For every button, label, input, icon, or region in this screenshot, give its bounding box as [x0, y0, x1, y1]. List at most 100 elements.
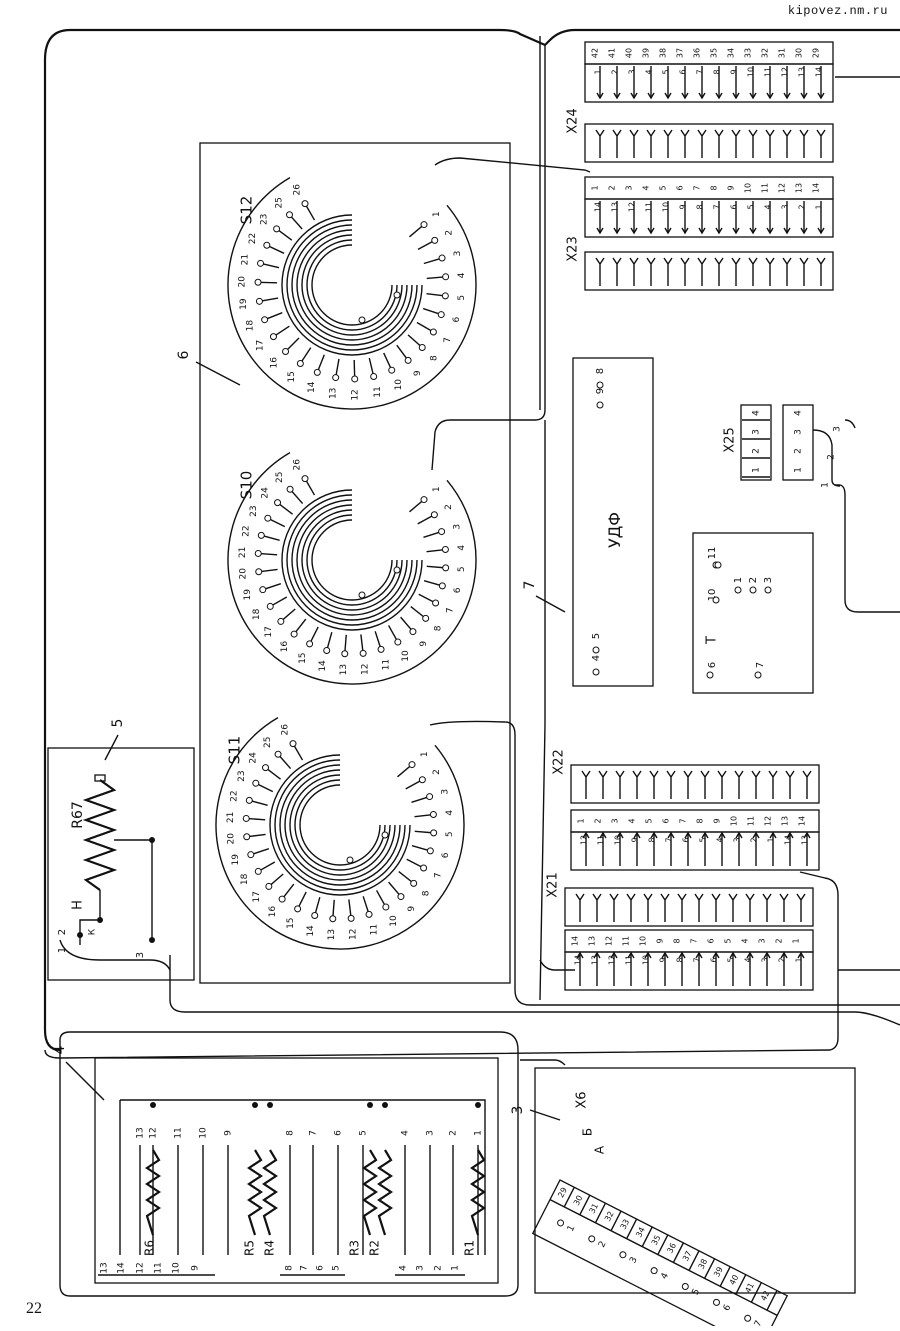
switch-terminal	[420, 864, 428, 872]
resistor-top-pin-label: 5	[359, 1130, 369, 1136]
x25-pin-label: 1	[752, 467, 762, 473]
connector-arrow	[715, 92, 723, 100]
connector-pin-label: 8	[713, 69, 722, 74]
resistor-top-pin-label: 1	[474, 1130, 484, 1136]
rheostat-wiper	[114, 839, 153, 940]
connector-fin	[612, 129, 622, 158]
resistor-top-pin-label: 3	[426, 1130, 436, 1136]
connector-name: X23	[566, 236, 581, 261]
switch-pin-label: 15	[287, 371, 297, 382]
connector-pin-label: 4	[716, 837, 725, 842]
resistor-top-pin-label: 9	[224, 1130, 234, 1136]
switch-pin-label: 4	[457, 545, 467, 551]
connector-pin-label: 40	[625, 48, 634, 58]
connector-arrow	[650, 831, 658, 839]
connector-pin-label: 3	[758, 938, 767, 943]
x25-wire-label: 3	[833, 426, 843, 432]
resistor-bottom-pin-label: 8	[285, 1265, 295, 1271]
x6-b-pin-label: 38	[697, 1257, 710, 1270]
switch-terminal	[306, 640, 314, 648]
switch-ring	[291, 499, 413, 621]
udf-terminal	[592, 646, 600, 654]
resistor-node	[382, 1102, 388, 1108]
switch-name: S11	[226, 736, 244, 765]
switch-pin-label: 8	[422, 890, 432, 896]
switch-terminal	[442, 273, 450, 281]
resistor-bottom-pin-label: 10	[172, 1262, 182, 1274]
x6-divider	[549, 1198, 778, 1316]
x6-a-terminal	[744, 1314, 752, 1322]
connector-fin	[615, 770, 625, 799]
x6-a-pin-label: 1	[566, 1224, 578, 1234]
switch-terminal	[409, 628, 417, 636]
rheostat-terminal-label: 2	[57, 929, 68, 935]
switch-terminal	[252, 779, 260, 787]
resistor-bus	[120, 1099, 486, 1255]
connector-pin-label: 14	[571, 936, 580, 946]
udf-terminal-label: 4	[591, 655, 602, 661]
connector-fin	[816, 129, 826, 158]
switch-pin-label: 4	[445, 810, 455, 816]
resistor-top-pin-label: 4	[401, 1130, 411, 1136]
connector-pin-label: 2	[611, 69, 620, 74]
connector-fin	[592, 893, 602, 922]
connector-arrow	[715, 227, 723, 235]
connector-pin-label: 12	[608, 955, 617, 965]
switch-terminal	[426, 793, 434, 801]
resistor-bottom-pin-label: 14	[117, 1262, 127, 1274]
connector-pin-label: 12	[628, 202, 637, 212]
switch-terminal	[269, 333, 277, 341]
connector-arrow	[613, 92, 621, 100]
connector-arrow-strip	[584, 198, 834, 238]
resistor-bottom-pin-label: 5	[332, 1265, 342, 1271]
x6-label-b: Б	[581, 1128, 595, 1136]
rheostat-h-label: Н	[71, 900, 86, 910]
connector-name: X24	[566, 108, 581, 133]
resistor-top-pin-label: 6	[334, 1130, 344, 1136]
switch-terminal	[351, 375, 359, 383]
connector-pin-label: 11	[761, 183, 770, 193]
x6-b-divider	[563, 1186, 575, 1208]
connector-arrow	[593, 951, 601, 959]
rheostat-node	[149, 837, 155, 843]
x25-wire-label: 1	[821, 482, 831, 488]
switch-terminal	[311, 912, 319, 920]
connector-fin	[595, 257, 605, 286]
switch-center-contact	[358, 316, 366, 324]
connector-pin-label: 5	[659, 185, 668, 190]
x6-b-divider	[594, 1202, 607, 1224]
resistor-node	[252, 1102, 258, 1108]
connector-x24: 4214124033943853763673583493310321131123…	[566, 41, 834, 163]
resistor-zigzag	[377, 1149, 393, 1236]
switch-terminal	[388, 366, 396, 374]
connector-pin-label: 35	[710, 48, 719, 58]
switch-terminal	[323, 647, 331, 655]
switch-terminal	[278, 895, 286, 903]
rheostat-lead	[79, 890, 101, 945]
switch-pin-label: 2	[432, 769, 442, 775]
connector-arrow	[661, 951, 669, 959]
switch-pin-label: 23	[249, 505, 259, 516]
switch-terminal	[261, 316, 269, 324]
switch-name: S10	[238, 471, 256, 500]
connector-arrow	[667, 831, 675, 839]
switch-pin-label: 14	[306, 925, 316, 937]
connector-fin	[731, 129, 741, 158]
rheostat-lead	[59, 939, 171, 971]
switch-pin-label: 10	[401, 650, 411, 662]
x6-b-divider	[641, 1226, 653, 1247]
resistor-node	[150, 1102, 156, 1108]
switch-outline	[227, 177, 477, 410]
switch-pin-label: 2	[444, 230, 454, 236]
connector-pin-label: 8	[673, 938, 682, 943]
connector-pin-label: 11	[597, 835, 606, 845]
connector-arrow-strip	[570, 831, 820, 871]
connector-pin-label: 37	[676, 48, 685, 58]
connector-arrow	[746, 951, 754, 959]
connector-pin-label: 11	[764, 67, 773, 77]
switch-terminal	[410, 879, 418, 887]
tblock-terminal-label: 1	[733, 577, 744, 583]
switch-terminal	[290, 630, 298, 638]
